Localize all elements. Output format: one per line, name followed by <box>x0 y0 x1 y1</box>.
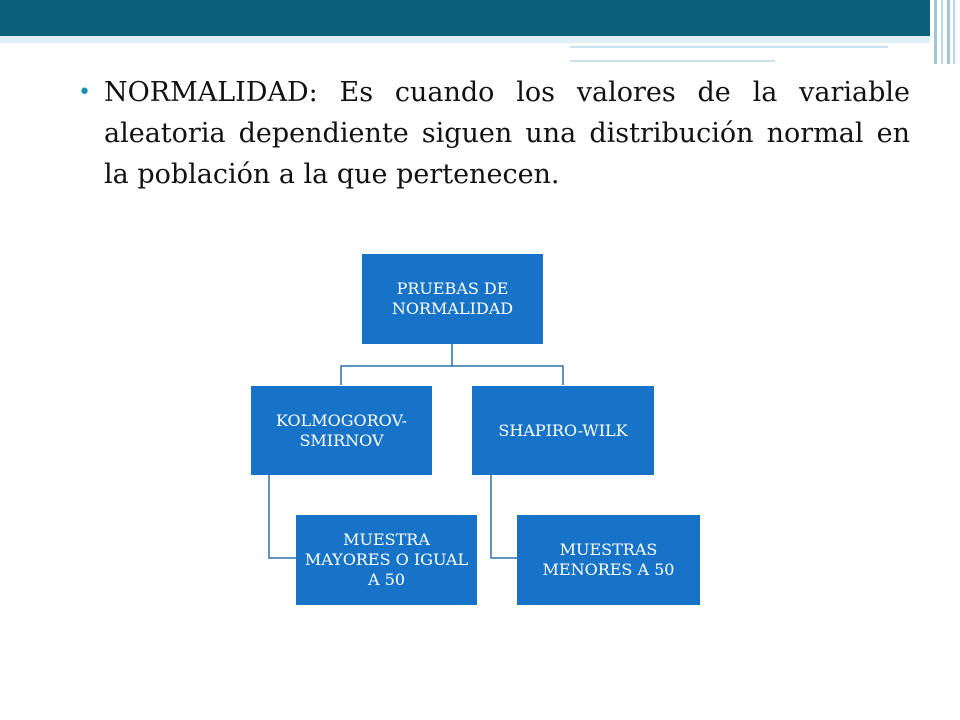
header-accent-line <box>570 46 888 48</box>
node-kolmogorov-smirnov: KOLMOGOROV-SMIRNOV <box>251 386 432 475</box>
header-side-rule <box>934 0 937 64</box>
bullet-dot-icon: • <box>78 80 91 105</box>
bullet-item: • NORMALIDAD: Es cuando los valores de l… <box>78 72 910 195</box>
node-pruebas-de-normalidad: PRUEBAS DE NORMALIDAD <box>362 254 543 344</box>
node-label: MUESTRA MAYORES O IGUAL A 50 <box>304 530 469 589</box>
node-label: SHAPIRO-WILK <box>498 420 628 440</box>
header-side-rule <box>941 0 943 64</box>
node-muestras-menores: MUESTRAS MENORES A 50 <box>517 515 700 605</box>
header-stripe <box>0 36 930 43</box>
connector-root-children <box>340 344 564 385</box>
node-muestra-mayores: MUESTRA MAYORES O IGUAL A 50 <box>296 515 477 605</box>
header-side-rule <box>947 0 950 64</box>
header-band <box>0 0 930 36</box>
node-shapiro-wilk: SHAPIRO-WILK <box>472 386 654 475</box>
connector-right-child <box>490 475 517 559</box>
header-side-rule <box>953 0 955 64</box>
node-label: PRUEBAS DE NORMALIDAD <box>391 279 514 318</box>
node-label: KOLMOGOROV-SMIRNOV <box>275 410 408 450</box>
header-accent-line <box>570 60 775 62</box>
node-label: MUESTRAS MENORES A 50 <box>542 540 675 579</box>
connector-left-child <box>268 475 296 559</box>
bullet-text: NORMALIDAD: Es cuando los valores de la … <box>104 77 910 190</box>
